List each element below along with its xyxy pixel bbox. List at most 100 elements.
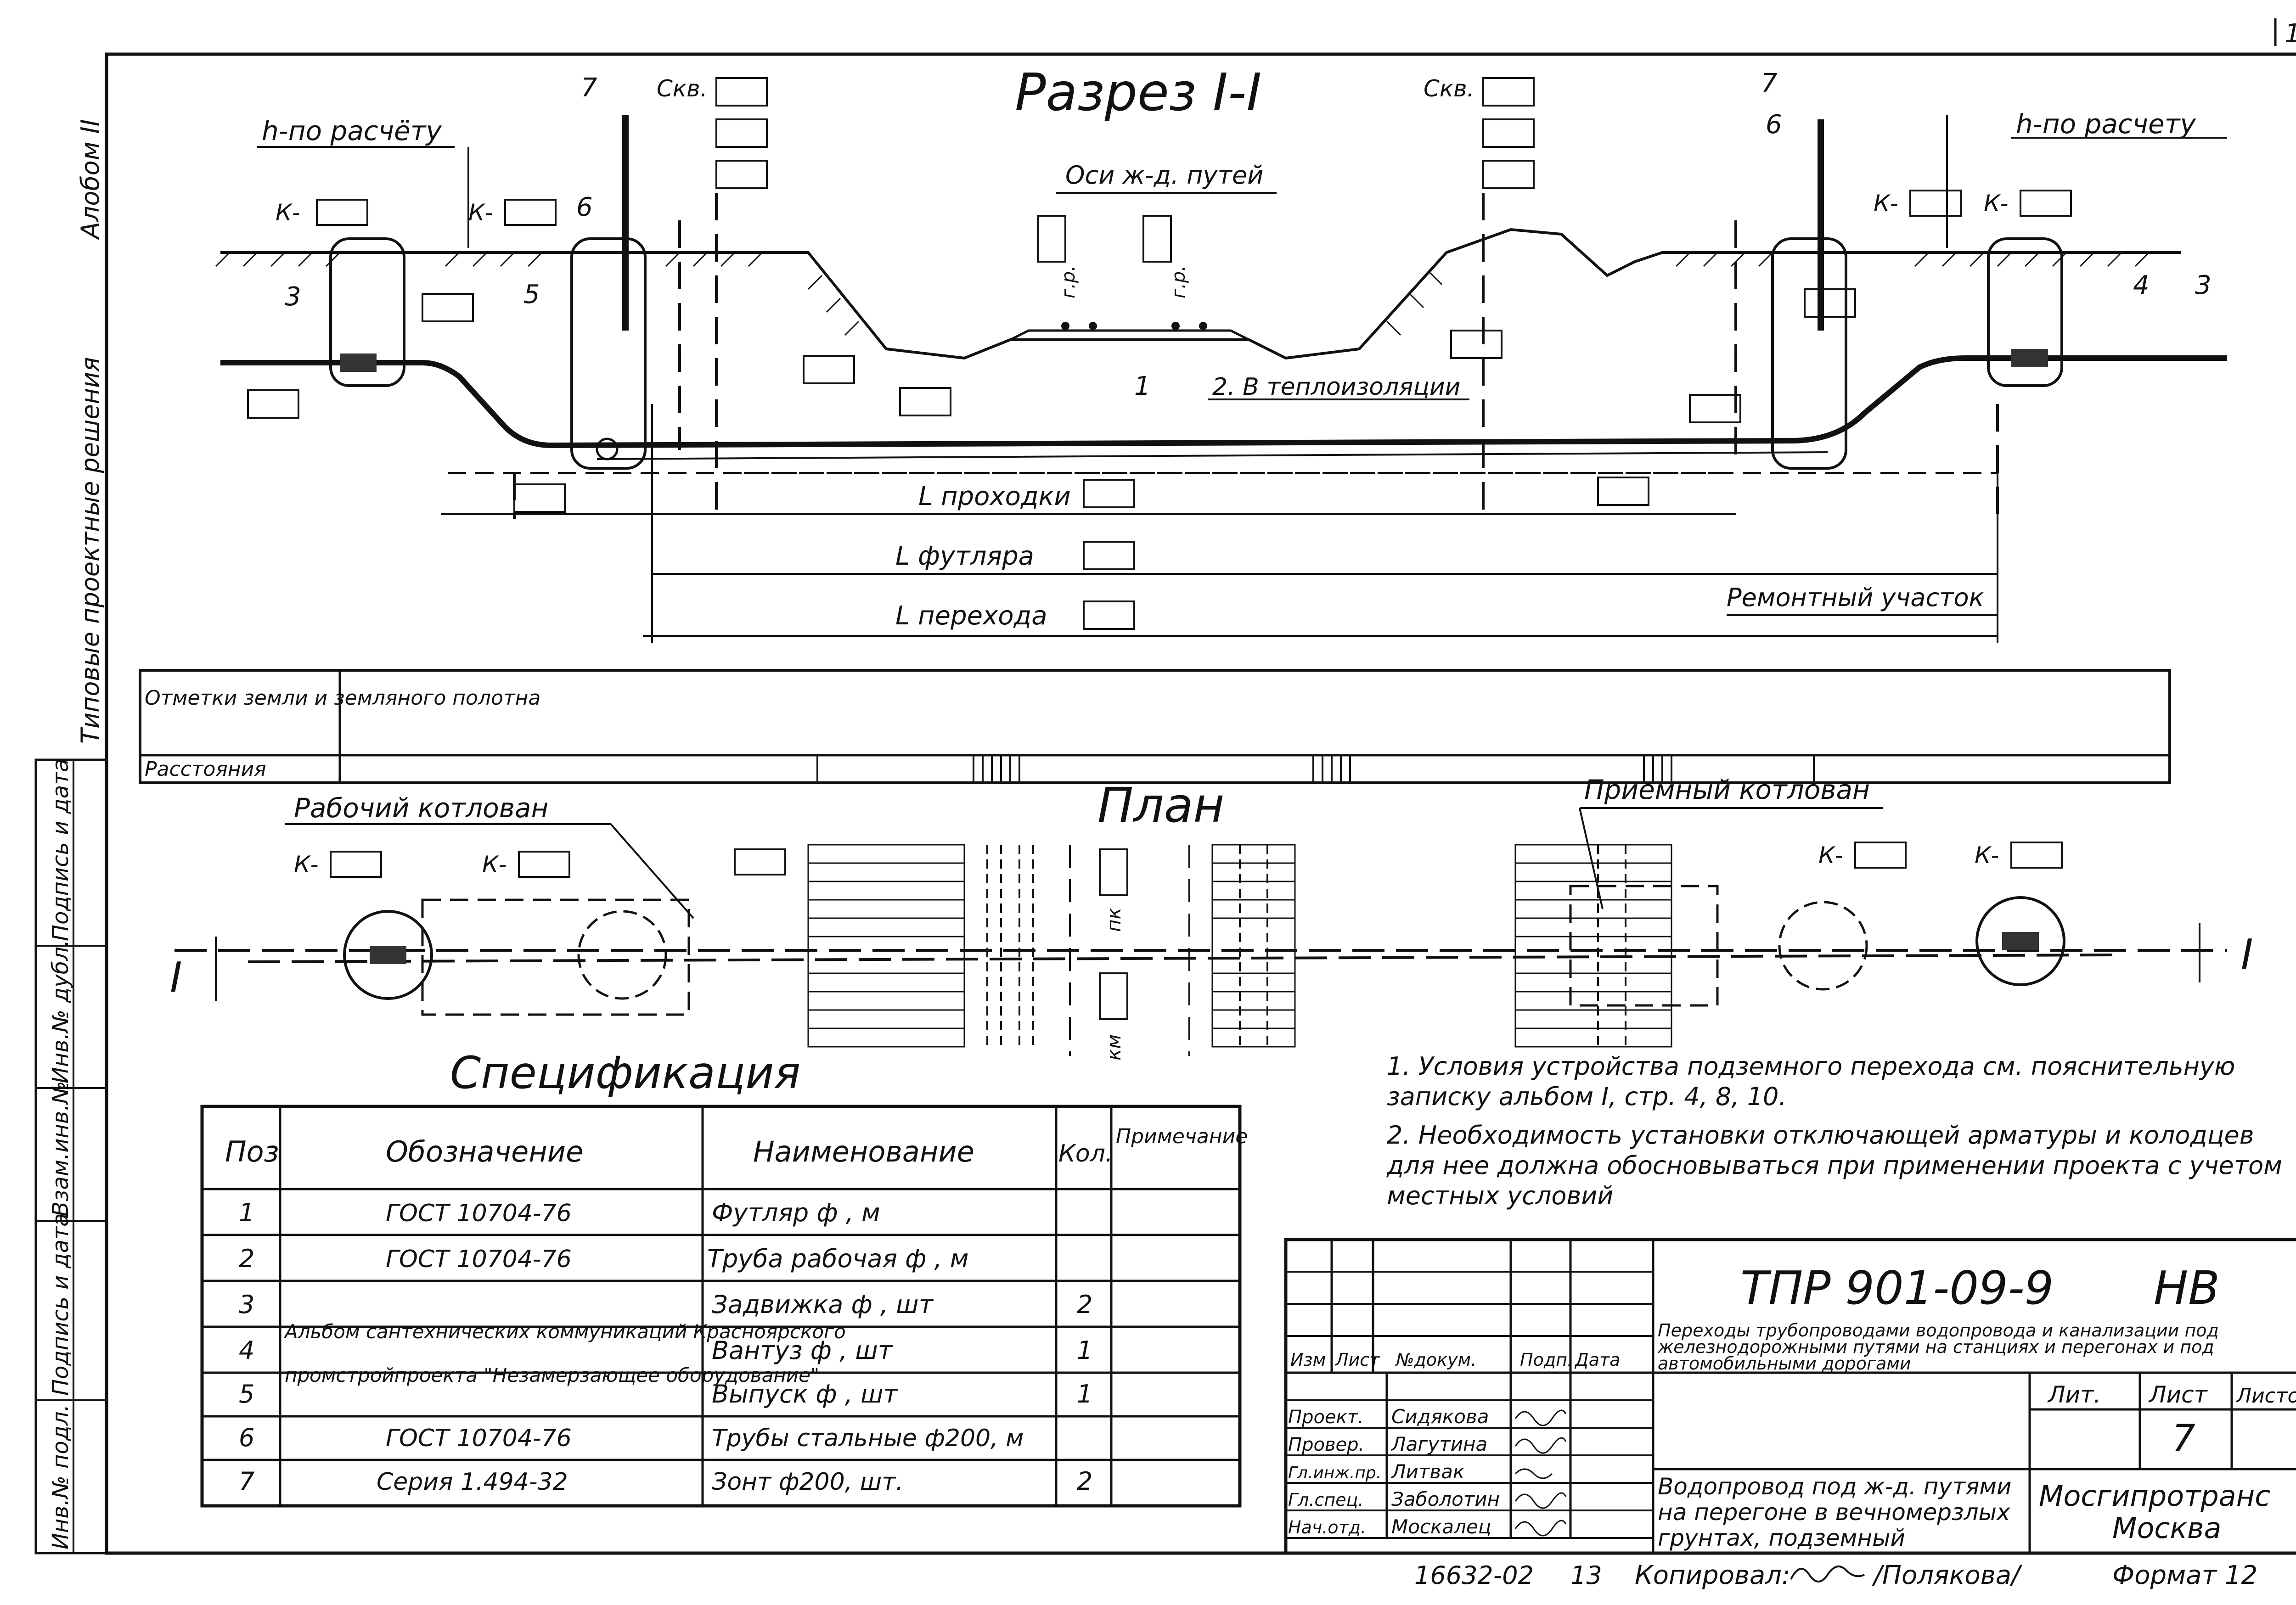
plan-tracks	[807, 844, 1672, 1056]
svg-text:6: 6	[239, 1423, 254, 1452]
svg-text:Зонт ф200, шт.: Зонт ф200, шт.	[712, 1468, 903, 1496]
spec-row-7: 7 Серия 1.494-32 Зонт ф200, шт. 2	[239, 1467, 1092, 1496]
profile-row-ground: Отметки земли и земляного полотна	[145, 686, 540, 710]
svg-text:1: 1	[1077, 1380, 1092, 1409]
h-label-left: h-по расчёту	[262, 115, 442, 146]
working-pit-label: Рабочий котлован	[294, 792, 548, 824]
svg-text:промстройпроекта "Незамерзающе: промстройпроекта "Незамерзающее оборудов…	[285, 1364, 819, 1386]
working-pit-outline	[421, 898, 690, 1016]
staff-name-3: Литвак	[1390, 1460, 1465, 1483]
spec-header-name: Наименование	[753, 1135, 974, 1168]
svg-text:4: 4	[239, 1336, 254, 1365]
staff-role-3: Гл.инж.пр.	[1288, 1464, 1381, 1482]
left-well-2	[570, 237, 647, 470]
svg-text:ГОСТ 10704-76: ГОСТ 10704-76	[386, 1200, 572, 1227]
staff-name-4: Заболотин	[1391, 1488, 1500, 1510]
pipe-insulation-label: 2. В теплоизоляции	[1212, 373, 1460, 401]
title-description: Переходы трубопроводами водопровода и ка…	[1658, 1322, 2219, 1373]
svg-text:1: 1	[239, 1198, 254, 1227]
callout-6-left: 6	[576, 192, 593, 222]
track-bed	[1009, 329, 1250, 341]
title-code: ТПР 901-09-9	[1740, 1261, 2054, 1315]
casing-bottom	[597, 451, 1828, 460]
l-futlyara-label: L футляра	[895, 541, 1034, 571]
svg-text:7: 7	[239, 1467, 254, 1496]
tb-header-doc: №докум.	[1395, 1350, 1476, 1370]
staff-role-5: Нач.отд.	[1288, 1517, 1366, 1538]
k-label-2: К-	[468, 199, 493, 226]
series-label: Типовые проектные решения	[76, 357, 105, 744]
spec-row-6: 6 ГОСТ 10704-76 Трубы стальные ф200, м	[239, 1423, 1024, 1452]
section-mark-right: I	[2241, 931, 2253, 979]
gr-label-2: г.р.	[1168, 265, 1189, 298]
staff-name-1: Сидякова	[1391, 1405, 1489, 1428]
skv-label-left: Скв.	[657, 75, 707, 102]
plan-well-1	[343, 910, 433, 1000]
footer-format: Формат 12	[2112, 1560, 2257, 1590]
repair-section-label: Ремонтный участок	[1727, 583, 1984, 612]
strip-field-2: Инв.№ дубл.	[48, 940, 73, 1083]
outlet-5	[596, 438, 619, 460]
svg-text:Альбом сантехнических коммуник: Альбом сантехнических коммуникаций Красн…	[283, 1320, 846, 1343]
svg-text:3: 3	[239, 1290, 254, 1319]
plan-well-2	[577, 910, 667, 1000]
page-number: 12	[2285, 19, 2296, 49]
callout-3-right: 3	[2195, 270, 2212, 300]
plan-k-4: К-	[1975, 842, 1999, 869]
tb-sheet-label: Лист	[2148, 1381, 2208, 1408]
h-label-right: h-по расчету	[2016, 108, 2196, 140]
copier-signature	[1790, 1566, 1865, 1583]
staff-role-2: Провер.	[1288, 1434, 1364, 1455]
plan-k-1: К-	[294, 851, 319, 878]
footer: 16632-02 13 Копировал: /Полякова/ Формат…	[1414, 1560, 2257, 1590]
strip-field-5: Инв.№ подл.	[48, 1404, 73, 1549]
staff-role-1: Проект.	[1288, 1407, 1364, 1428]
svg-text:ГОСТ 10704-76: ГОСТ 10704-76	[386, 1425, 572, 1452]
right-well-2	[1987, 237, 2063, 387]
spec-row-1: 1 ГОСТ 10704-76 Футляр ф , м	[239, 1198, 880, 1227]
plan-well-3	[1778, 901, 1868, 991]
plan-k-2: К-	[482, 851, 507, 878]
tb-org: Мосгипротранс	[2039, 1479, 2270, 1513]
note-2: 2. Необходимость установки отключающей а…	[1387, 1121, 2282, 1210]
strip-field-3: Взам.инв.№	[48, 1081, 73, 1217]
tb-sheets-label: Листов	[2235, 1384, 2296, 1408]
km-label: км	[1103, 1034, 1125, 1061]
tb-header-sign: Подп.	[1520, 1350, 1573, 1370]
svg-text:Трубы стальные ф200, м: Трубы стальные ф200, м	[712, 1425, 1024, 1452]
k-label-4: К-	[1984, 190, 2009, 217]
staff-name-2: Лагутина	[1390, 1433, 1487, 1455]
footer-copier: /Полякова/	[1871, 1560, 2022, 1590]
spec-header-code: Обозначение	[386, 1135, 583, 1168]
specification: Спецификация Поз Обозначение Наименовани…	[200, 1047, 1248, 1508]
svg-text:Труба рабочая ф , м: Труба рабочая ф , м	[707, 1244, 969, 1273]
callout-1: 1	[1134, 371, 1151, 401]
callout-6-right: 6	[1766, 110, 1782, 140]
receiving-pit-outline	[1569, 885, 1719, 1007]
spec-row-5: 5 промстройпроекта "Незамерзающее оборуд…	[239, 1364, 1092, 1409]
svg-text:2: 2	[239, 1244, 254, 1273]
profile-row-distances: Расстояния	[145, 758, 266, 781]
tb-subject: Водопровод под ж-д. путями на перегоне в…	[1658, 1474, 2012, 1551]
footer-num: 13	[1570, 1561, 1602, 1590]
tb-lit-label: Лит.	[2047, 1381, 2101, 1408]
tb-city: Москва	[2112, 1511, 2222, 1545]
svg-text:2: 2	[1077, 1290, 1092, 1319]
ground-line	[220, 228, 2181, 360]
callout-7-right: 7	[1761, 68, 1778, 98]
receiving-pit-label: Приемный котлован	[1584, 774, 1870, 805]
left-strip: Алобом II Типовые проектные решения Подп…	[34, 119, 108, 1554]
pk-label: пк	[1103, 908, 1125, 932]
svg-text:2: 2	[1077, 1467, 1092, 1496]
footer-archive: 16632-02	[1414, 1561, 1534, 1590]
strip-field-4: Подпись и дата	[48, 1213, 73, 1396]
section-view: Разрез I-I г.р. г.р. Оси ж-д. путей	[215, 63, 2227, 643]
spec-header-pos: Поз	[225, 1135, 279, 1168]
section-title: Разрез I-I	[1015, 63, 1261, 123]
plan-title: План	[1097, 777, 1224, 833]
spec-row-3: 3 Задвижка ф , шт 2	[239, 1290, 1092, 1319]
svg-text:1: 1	[1077, 1336, 1092, 1365]
note-1: 1. Условия устройства подземного переход…	[1387, 1052, 2235, 1111]
svg-text:Серия 1.494-32: Серия 1.494-32	[377, 1468, 568, 1496]
staff-role-4: Гл.спец.	[1288, 1490, 1364, 1510]
